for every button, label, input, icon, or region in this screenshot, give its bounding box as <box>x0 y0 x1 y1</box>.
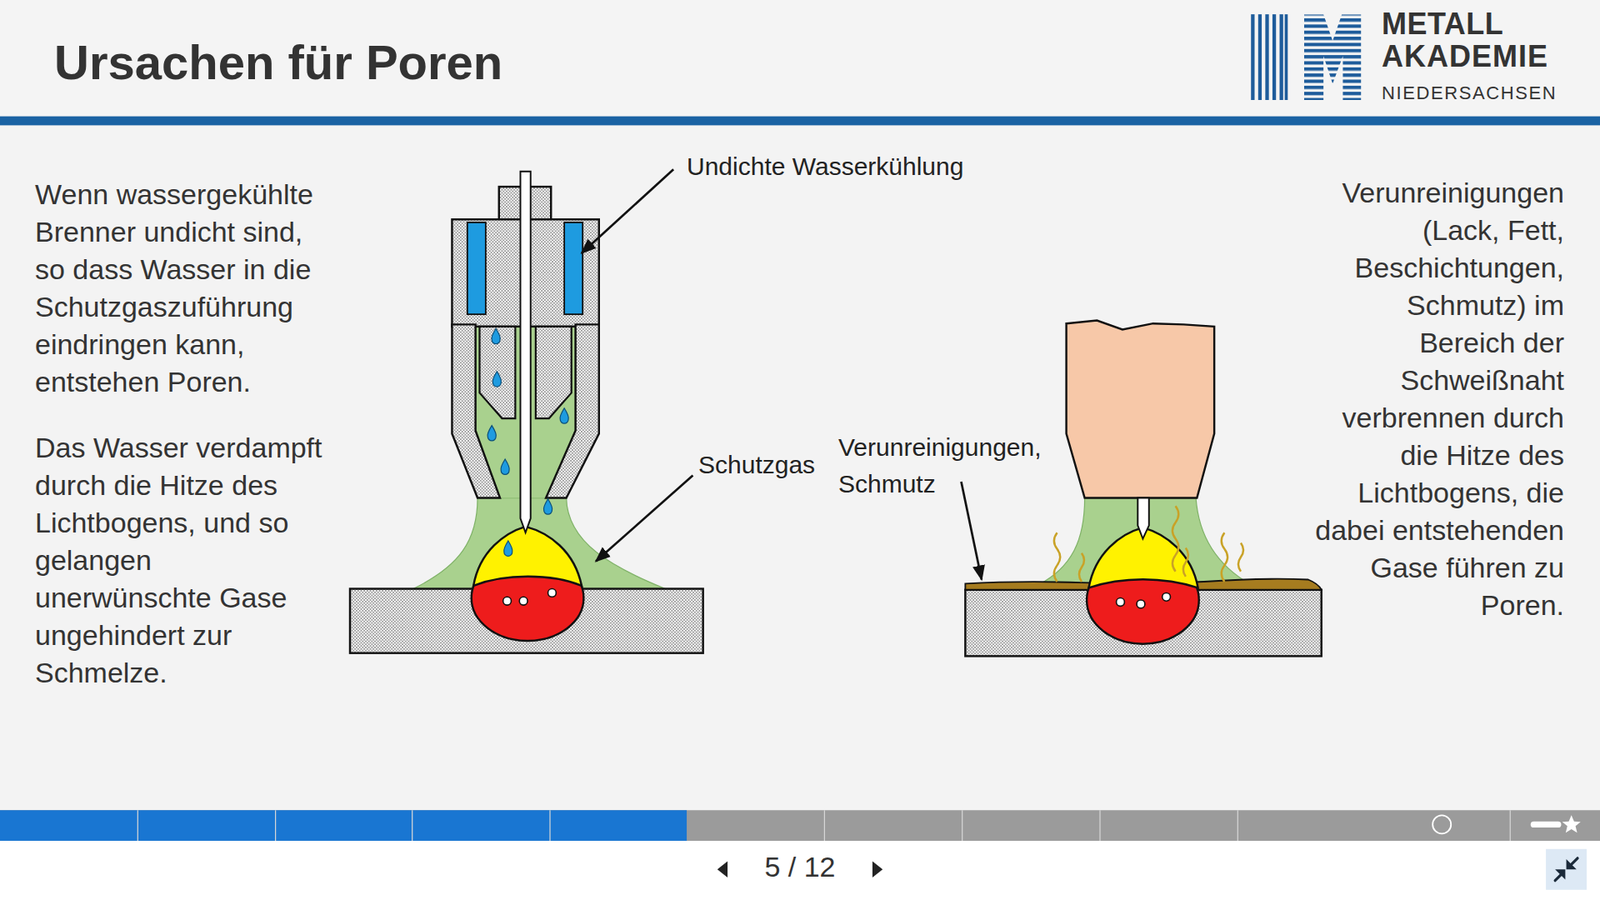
progress-bar <box>0 810 687 841</box>
page-counter: 5 / 12 <box>716 852 884 881</box>
leader-line <box>960 481 981 580</box>
pores <box>503 589 557 606</box>
electrode <box>1137 498 1149 540</box>
logo-mark <box>1250 14 1255 100</box>
fullscreen-exit-icon <box>1555 858 1578 881</box>
progress-bar <box>961 810 963 841</box>
fullscreen-exit-icon <box>1545 849 1587 890</box>
water-cooled-torch <box>350 169 704 653</box>
shielding-gas <box>413 498 665 590</box>
fumes <box>1172 505 1179 571</box>
slide-background <box>0 116 1600 126</box>
progress-bar <box>0 810 1600 841</box>
electrode <box>520 171 530 533</box>
body-text: Das Wasser verdampft durch die Hitze des… <box>35 429 334 692</box>
water-droplets <box>487 425 496 441</box>
contact-tip <box>480 326 516 419</box>
logo-mark <box>1258 14 1262 100</box>
fumes <box>1221 532 1228 582</box>
contaminated-weld <box>960 320 1321 656</box>
progress-bar <box>1530 821 1562 828</box>
logo-mark <box>1280 14 1284 100</box>
progress-bar <box>137 810 1510 841</box>
progress-bar <box>0 810 1600 841</box>
fumes <box>1238 542 1244 571</box>
body-text: Verunreinigungen (Lack, Fett, Beschichtu… <box>1307 174 1565 625</box>
water-droplets <box>487 328 569 556</box>
slide-background <box>0 0 1600 117</box>
progress-bar <box>1099 810 1100 841</box>
logo-mark <box>1250 14 1288 100</box>
logo-mark <box>1301 12 1363 103</box>
contact-tip <box>535 326 572 419</box>
water-droplets <box>504 540 513 556</box>
water-droplets <box>491 328 500 344</box>
fumes <box>1079 553 1085 582</box>
cooling-channel <box>564 222 583 315</box>
fullscreen-exit-icon <box>1545 849 1587 890</box>
progress-bar <box>137 810 139 841</box>
progress-bar <box>549 810 550 841</box>
logo-mark <box>1265 14 1269 100</box>
logo-text: METALL <box>1381 9 1504 40</box>
leader-line <box>581 169 674 253</box>
navigation-arrows <box>717 860 728 878</box>
logo-text: AKADEMIE <box>1381 41 1549 72</box>
callout-label: Schutzgas <box>698 450 815 480</box>
fumes <box>1054 532 1060 582</box>
pores <box>1116 592 1171 608</box>
callout-label: Verunreinigungen, Schmutz <box>838 429 1051 503</box>
water-droplets <box>500 459 510 475</box>
body-text: Wenn wassergekühlte Brenner undicht sind… <box>35 175 334 401</box>
callout-label: Undichte Wasserkühlung <box>686 151 964 182</box>
water-droplets <box>543 499 552 515</box>
cooling-channel <box>467 222 486 315</box>
progress-bar <box>1432 815 1451 834</box>
progress-bar <box>275 810 276 841</box>
leader-line <box>595 475 693 562</box>
water-droplets <box>492 371 501 387</box>
pores <box>1136 600 1145 609</box>
pores <box>1116 598 1125 607</box>
pores <box>548 589 557 598</box>
pores <box>503 596 512 605</box>
fumes <box>1183 548 1189 577</box>
fullscreen-exit-icon <box>1566 859 1577 870</box>
logo-mark <box>1285 14 1289 100</box>
fullscreen-exit-icon <box>1555 869 1565 880</box>
water-droplets <box>560 408 569 424</box>
logo-subtext: NIEDERSACHSEN <box>1381 84 1557 103</box>
slide-background <box>0 840 1600 900</box>
navigation-arrows <box>872 860 883 878</box>
electrode-holder <box>1066 320 1215 498</box>
pores <box>1162 592 1171 601</box>
slide-background <box>0 125 1600 811</box>
logo-mark <box>1272 14 1276 100</box>
progress-bar <box>824 810 825 841</box>
logo-mark <box>1250 12 1364 103</box>
pores <box>519 596 528 605</box>
slide-title: Ursachen für Poren <box>54 38 503 87</box>
arc <box>473 526 582 586</box>
progress-bar <box>1237 810 1239 841</box>
progress-bar <box>411 810 413 841</box>
progress-bar <box>1562 815 1581 833</box>
progress-bar <box>1510 810 1511 841</box>
